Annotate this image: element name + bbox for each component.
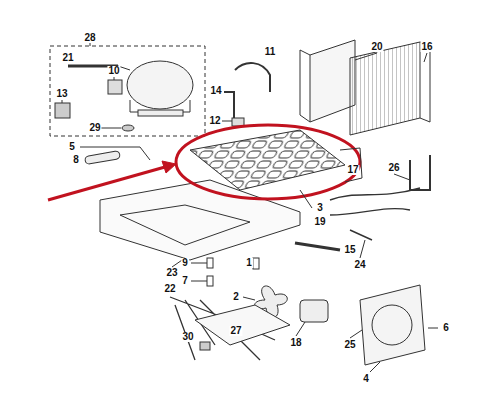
callout-number: 26	[387, 163, 400, 173]
callout-number: 1	[245, 258, 253, 268]
callout-number: 5	[68, 142, 76, 152]
callout-number: 17	[346, 165, 359, 175]
callout-number: 8	[72, 155, 80, 165]
callout-number: 14	[209, 86, 222, 96]
callout-number: 13	[55, 89, 68, 99]
callout-number: 29	[88, 123, 101, 133]
callout-number: 20	[370, 42, 383, 52]
callout-number: 21	[61, 53, 74, 63]
kit-box	[50, 46, 205, 136]
callout-number: 28	[83, 33, 96, 43]
callout-number: 27	[229, 326, 242, 336]
callout-number: 4	[362, 374, 370, 384]
callout-number: 24	[353, 260, 366, 270]
callout-number: 16	[420, 42, 433, 52]
callout-number: 3	[316, 203, 324, 213]
callout-number: 6	[442, 323, 450, 333]
callout-number: 25	[343, 340, 356, 350]
callout-number: 15	[343, 245, 356, 255]
callout-number: 9	[181, 258, 189, 268]
callout-number: 12	[208, 116, 221, 126]
callout-number: 22	[163, 284, 176, 294]
callout-number: 18	[289, 338, 302, 348]
callout-number: 30	[181, 332, 194, 342]
callout-number: 10	[107, 66, 120, 76]
callout-number: 2	[232, 292, 240, 302]
callout-number: 11	[264, 47, 277, 57]
callout-number: 7	[181, 276, 189, 286]
callout-number: 19	[313, 217, 326, 227]
leader	[90, 43, 91, 46]
compressor	[127, 61, 193, 109]
callout-number: 23	[165, 268, 178, 278]
